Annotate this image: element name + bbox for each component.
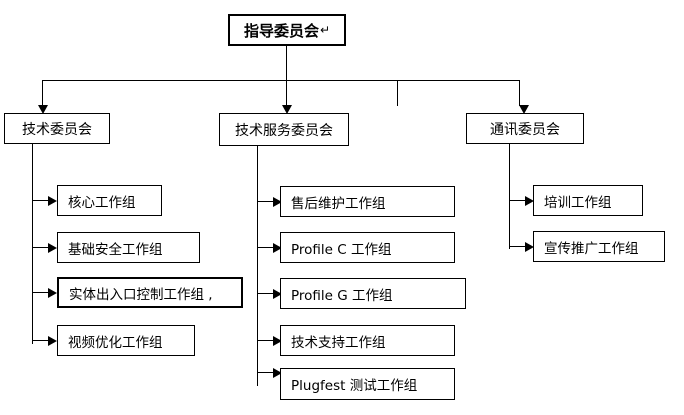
node-profile-g-working-group-label: Profile G 工作组 — [291, 287, 393, 304]
return-mark-icon: ↵ — [319, 23, 331, 37]
connector-branch-tech-support-wg — [257, 340, 275, 341]
node-training-working-group-label: 培训工作组 — [544, 194, 612, 211]
connector-branch-aftersales-wg — [257, 201, 275, 202]
node-video-optimization-working-group-label: 视频优化工作组 — [68, 334, 163, 351]
connector-drop-comms — [397, 80, 398, 106]
connector-branch-promotion-wg — [509, 246, 527, 247]
node-core-working-group[interactable]: 核心工作组 — [57, 185, 162, 216]
node-core-working-group-label: 核心工作组 — [68, 194, 136, 211]
connector-drop-comms-2 — [519, 80, 520, 106]
arrow-right-icon-promotion-wg — [525, 242, 534, 252]
arrow-right-icon-aftersales-wg — [273, 197, 282, 207]
node-physical-access-control-working-group[interactable]: 实体出入口控制工作组 , — [57, 277, 243, 308]
node-root-label: 指导委员会 — [243, 21, 319, 40]
node-technical-support-working-group-label: 技术支持工作组 — [291, 334, 386, 351]
node-basic-security-working-group-label: 基础安全工作组 — [68, 241, 163, 258]
connector-branch-plugfest-wg — [257, 372, 275, 373]
connector-branch-video-optimization-wg — [32, 340, 50, 341]
node-physical-access-control-working-group-label: 实体出入口控制工作组 , — [69, 286, 213, 303]
arrow-down-icon-comms — [519, 105, 529, 114]
node-aftersales-maintenance-working-group-label: 售后维护工作组 — [291, 195, 386, 212]
connector-bus-extension-comms — [397, 80, 520, 81]
arrow-right-icon-profile-g-wg — [273, 289, 282, 299]
connector-trunk-technical — [32, 144, 33, 344]
arrow-right-icon-core-wg — [48, 196, 57, 206]
connector-drop-service — [286, 80, 287, 106]
connector-level2-bus — [42, 80, 398, 81]
connector-trunk-comms — [509, 144, 510, 249]
arrow-right-icon-profile-c-wg — [273, 243, 282, 253]
node-profile-c-working-group-label: Profile C 工作组 — [291, 241, 392, 258]
node-communications-committee[interactable]: 通讯委员会 — [466, 113, 584, 144]
arrow-right-icon-plugfest-wg — [273, 368, 282, 378]
connector-trunk-service — [257, 146, 258, 386]
node-plugfest-testing-working-group[interactable]: Plugfest 测试工作组 — [280, 368, 455, 400]
connector-branch-physical-access-wg — [32, 292, 50, 293]
arrow-right-icon-basic-security-wg — [48, 243, 57, 253]
connector-branch-profile-g-wg — [257, 293, 275, 294]
node-technical-service-committee[interactable]: 技术服务委员会 — [219, 113, 349, 146]
node-promotion-working-group[interactable]: 宣传推广工作组 — [533, 231, 665, 262]
connector-drop-technical — [42, 80, 43, 106]
node-technical-committee-label: 技术委员会 — [22, 121, 92, 138]
connector-branch-basic-security-wg — [32, 247, 50, 248]
node-promotion-working-group-label: 宣传推广工作组 — [544, 240, 639, 257]
arrow-right-icon-video-optimization-wg — [48, 336, 57, 346]
node-basic-security-working-group[interactable]: 基础安全工作组 — [57, 232, 200, 263]
node-aftersales-maintenance-working-group[interactable]: 售后维护工作组 — [280, 186, 455, 217]
connector-root-stem — [286, 46, 287, 80]
node-technical-service-committee-label: 技术服务委员会 — [235, 122, 333, 139]
arrow-down-icon-service — [282, 105, 292, 114]
connector-branch-training-wg — [509, 200, 527, 201]
connector-branch-profile-c-wg — [257, 247, 275, 248]
arrow-right-icon-training-wg — [525, 196, 534, 206]
node-profile-c-working-group[interactable]: Profile C 工作组 — [280, 232, 455, 263]
node-technical-support-working-group[interactable]: 技术支持工作组 — [280, 325, 455, 356]
node-root-steering-committee[interactable]: 指导委员会↵ — [228, 14, 346, 46]
arrow-right-icon-tech-support-wg — [273, 336, 282, 346]
node-plugfest-testing-working-group-label: Plugfest 测试工作组 — [291, 378, 418, 394]
connector-branch-core-wg — [32, 200, 50, 201]
node-training-working-group[interactable]: 培训工作组 — [533, 185, 643, 216]
node-profile-g-working-group[interactable]: Profile G 工作组 — [280, 278, 466, 309]
node-technical-committee[interactable]: 技术委员会 — [4, 113, 110, 144]
node-video-optimization-working-group[interactable]: 视频优化工作组 — [57, 325, 195, 356]
node-communications-committee-label: 通讯委员会 — [490, 121, 560, 138]
arrow-right-icon-physical-access-wg — [48, 288, 57, 298]
arrow-down-icon-technical — [38, 105, 48, 114]
